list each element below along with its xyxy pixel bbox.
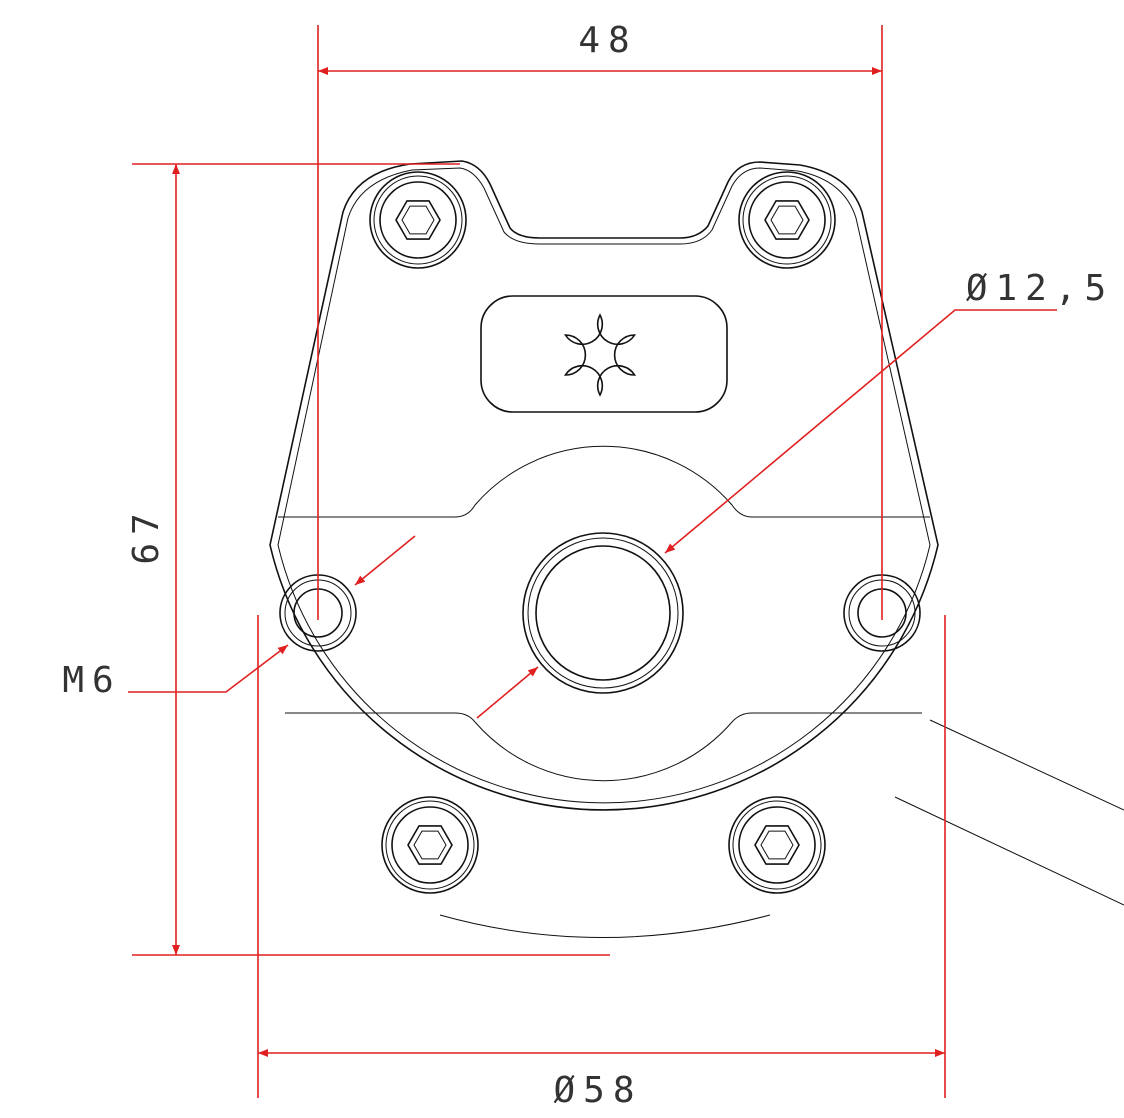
torx-drive-icon — [563, 313, 637, 397]
hex-socket-icon — [764, 200, 810, 240]
dimension-diameter-58: Ø58 — [257, 615, 946, 1111]
center-bore — [522, 532, 684, 694]
dimension-m6: M6 — [62, 535, 416, 701]
leader-line — [894, 796, 1124, 906]
part-body — [269, 160, 939, 938]
dimension-label: M6 — [62, 660, 121, 701]
screw-top-right — [738, 171, 836, 269]
hex-socket-icon — [401, 205, 435, 235]
dimension-label: Ø58 — [553, 1070, 642, 1111]
dimension-diameter-12-5: Ø12,5 — [476, 268, 1114, 719]
dimension-67: 67 — [126, 163, 610, 956]
hex-socket-icon — [760, 830, 794, 860]
dimension-label: 48 — [578, 20, 637, 61]
hex-socket-icon — [413, 830, 447, 860]
hex-socket-icon — [407, 825, 453, 865]
hex-socket-icon — [754, 825, 800, 865]
hex-socket-icon — [395, 200, 441, 240]
screw-bottom-left — [381, 796, 479, 894]
hex-socket-icon — [770, 205, 804, 235]
leader-line — [929, 719, 1124, 811]
dimension-label: Ø12,5 — [966, 268, 1114, 309]
screw-bottom-right — [728, 796, 826, 894]
dimension-label: 67 — [126, 505, 167, 564]
dimension-48: 48 — [317, 20, 883, 620]
screw-top-left — [369, 171, 467, 269]
